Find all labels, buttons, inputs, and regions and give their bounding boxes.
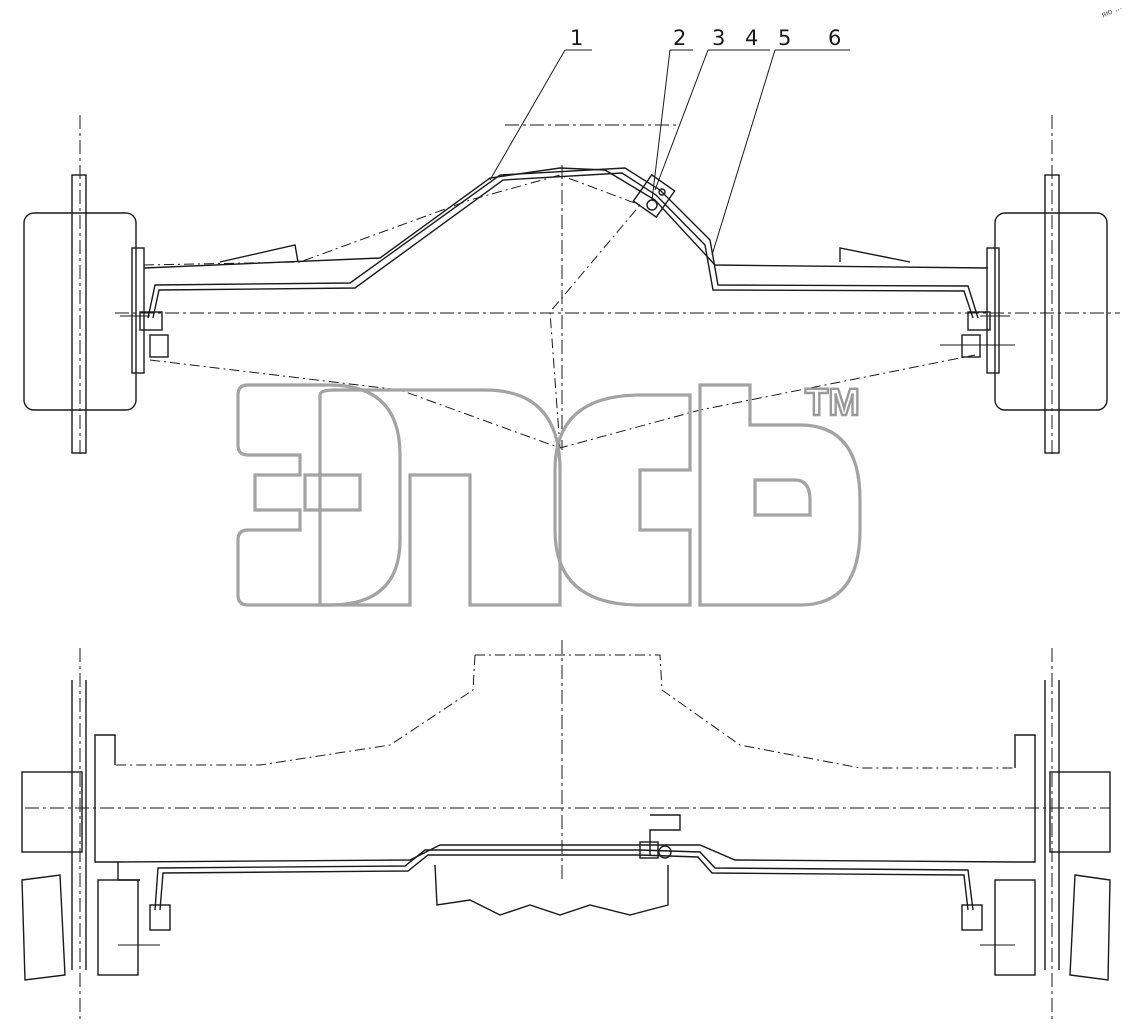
right-wheel-cylinder (940, 311, 1015, 358)
left-brake-drum (21, 874, 171, 981)
differential-cover (434, 864, 669, 916)
callout-2: 2 (673, 26, 686, 50)
left-tube (21, 771, 83, 853)
callouts: 1 2 3 4 5 6 (489, 26, 850, 256)
left-wheel-cylinder (120, 311, 169, 358)
callout-6: 6 (828, 26, 841, 50)
right-tube (1049, 771, 1111, 853)
right-flange (1014, 734, 1036, 863)
trademark-symbol: TM (805, 382, 860, 424)
axle-housing-hidden (143, 174, 641, 266)
left-wheel (23, 174, 145, 454)
right-brake-drum (961, 874, 1111, 981)
callout-3: 3 (712, 26, 725, 50)
callout-1: 1 (570, 26, 583, 50)
callout-4: 4 (745, 26, 758, 50)
top-view (23, 115, 1120, 455)
brake-pipe-1 (147, 167, 979, 319)
watermark-logo: TM (236, 381, 862, 607)
axle-housing-upper (143, 167, 989, 269)
bottom-view (21, 640, 1111, 1020)
callout-5: 5 (778, 26, 791, 50)
corner-mark: яю ... (1100, 2, 1123, 19)
brake-pipe-2 (154, 849, 974, 911)
right-wheel (986, 174, 1108, 454)
